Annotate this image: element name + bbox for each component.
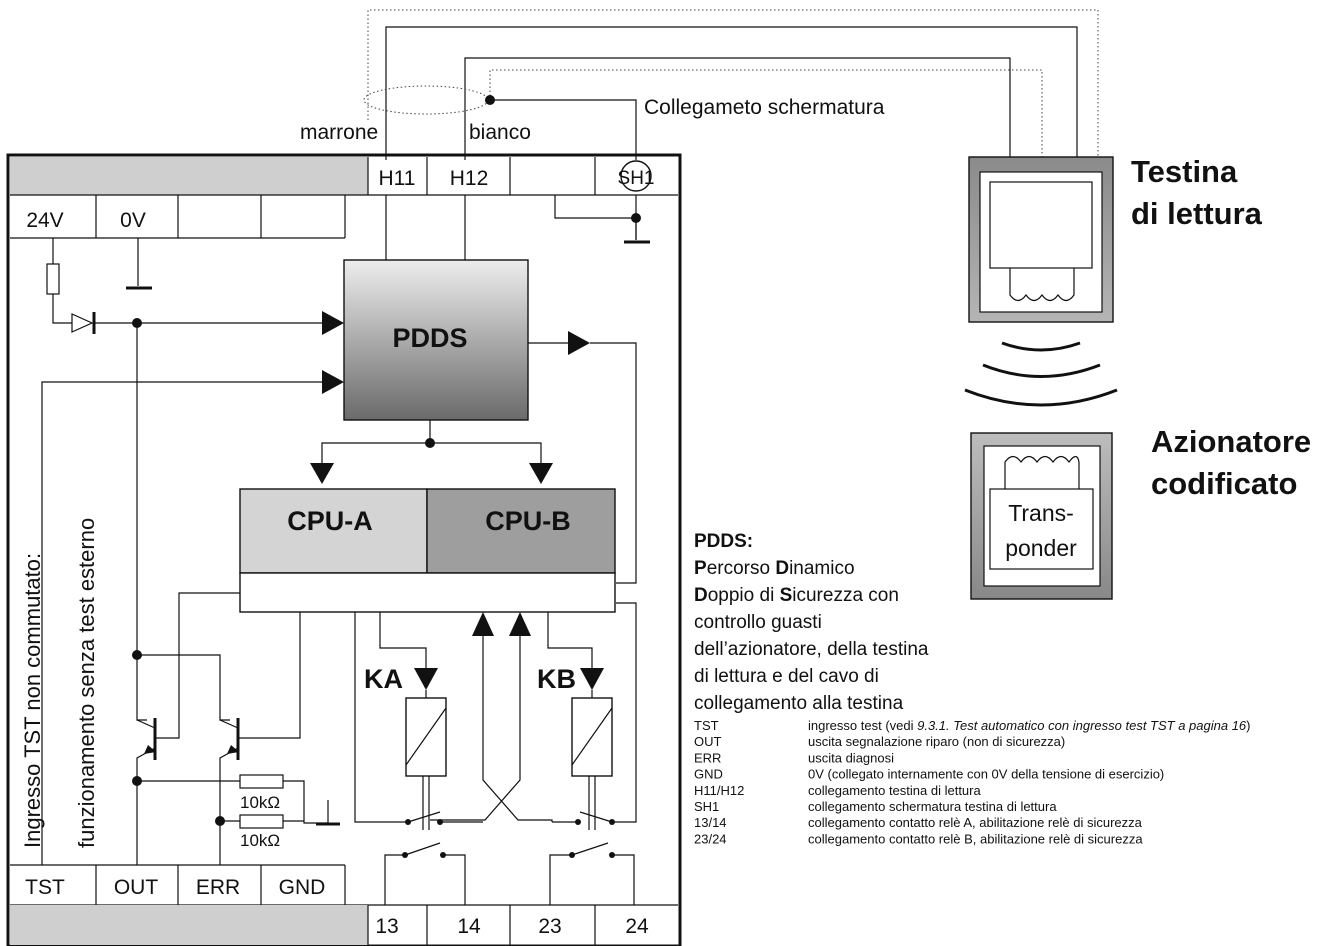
resistor-label-1: 10kΩ	[240, 793, 280, 812]
pdds-description: PDDS: Percorso Dinamico Doppio di Sicure…	[694, 531, 929, 714]
relay-label-kb: KB	[537, 664, 576, 694]
legend-description: collegamento contatto relè B, abilitazio…	[808, 831, 1143, 846]
pdds-desc-line-2: Doppio di Sicurezza con	[694, 585, 899, 606]
radio-waves	[964, 341, 1118, 407]
cpu-b-block	[426, 488, 616, 574]
terminal-h12[interactable]: H12	[450, 167, 489, 190]
module-housing	[6, 153, 682, 946]
cpu-a-label: CPU-A	[287, 506, 373, 536]
cable	[363, 9, 1099, 182]
legend-description: 0V (collegato internamente con 0V della …	[808, 767, 1164, 782]
bottom-gray-strip	[10, 905, 368, 945]
legend-key: 13/14	[694, 815, 727, 830]
shield-label: Collegameto schermatura	[644, 96, 885, 119]
pdds-desc-line-3: controllo guasti	[694, 612, 822, 633]
transponder-label-1: Trans-	[1008, 500, 1074, 526]
wire-label-marrone: marrone	[300, 121, 378, 144]
pdds-desc-line-6: collegamento alla testina	[694, 693, 904, 714]
legend-key: SH1	[694, 799, 719, 814]
vertical-text-tst: Ingresso TST non commutato:	[20, 553, 45, 848]
pdds-desc-line-1: Percorso Dinamico	[694, 558, 855, 579]
terminal-tst[interactable]: TST	[25, 876, 65, 899]
legend-key: H11/H12	[694, 783, 744, 798]
terminal-14[interactable]: 14	[457, 915, 481, 938]
wire-label-bianco: bianco	[469, 121, 531, 144]
legend-key: OUT	[694, 734, 722, 749]
resistor-label-2: 10kΩ	[240, 831, 280, 850]
pdds-label: PDDS	[392, 323, 467, 353]
top-gray-strip	[10, 157, 368, 195]
shield-terminal-circle	[620, 160, 652, 192]
pdds-block	[343, 259, 529, 421]
legend-description: uscita diagnosi	[808, 750, 894, 765]
actuator-title-2: codificato	[1151, 466, 1297, 501]
legend-key: TST	[694, 718, 719, 733]
pdds-desc-line-5: di lettura e del cavo di	[694, 666, 879, 687]
relay-label-ka: KA	[364, 664, 403, 694]
terminal-legend: TST ingresso test (vedi 9.3.1. Test autom…	[694, 718, 1251, 846]
terminal-h11[interactable]: H11	[379, 167, 416, 190]
terminal-0v[interactable]: 0V	[120, 209, 146, 232]
terminal-23[interactable]: 23	[538, 915, 561, 938]
legend-description: collegamento testina di lettura	[808, 783, 981, 798]
legend-description: uscita segnalazione riparo (non di sicur…	[808, 734, 1065, 749]
legend-key: 23/24	[694, 831, 727, 846]
terminal-gnd[interactable]: GND	[279, 876, 326, 899]
head-title-2: di lettura	[1131, 196, 1263, 231]
cpu-b-label: CPU-B	[485, 506, 571, 536]
terminal-13[interactable]: 13	[375, 915, 398, 938]
terminal-err[interactable]: ERR	[196, 876, 240, 899]
pdds-desc-line-4: dell’azionatore, della testina	[694, 639, 929, 660]
terminal-24v[interactable]: 24V	[26, 209, 63, 232]
transponder-label-2: ponder	[1005, 535, 1077, 561]
legend-key: ERR	[694, 750, 721, 765]
legend-description: collegamento contatto relè A, abilitazio…	[808, 815, 1143, 830]
head-title-1: Testina	[1131, 154, 1238, 189]
legend-description: collegamento schermatura testina di lett…	[808, 799, 1057, 814]
pdds-desc-title: PDDS:	[694, 531, 753, 552]
legend-key: GND	[694, 767, 723, 782]
transponder-box	[989, 488, 1094, 570]
legend-description: ingresso test (vedi 9.3.1. Test automati…	[808, 718, 1251, 733]
terminal-out[interactable]: OUT	[114, 876, 159, 899]
actuator-title-1: Azionatore	[1151, 424, 1311, 459]
terminal-sh1[interactable]: SH1	[618, 168, 655, 189]
vertical-text-test: funzionamento senza test esterno	[74, 518, 99, 848]
terminal-24[interactable]: 24	[625, 915, 649, 938]
relay-coil-ka	[405, 697, 447, 777]
cpu-io-bus	[239, 572, 616, 613]
